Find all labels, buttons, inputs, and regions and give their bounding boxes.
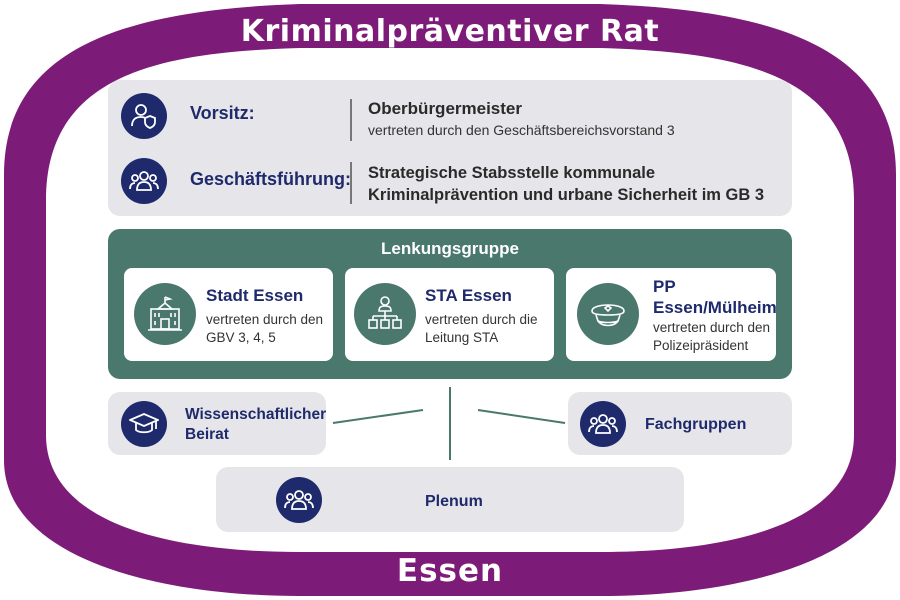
member-card-sta-essen: STA Essen vertreten durch die Leitung ST… [345, 268, 554, 361]
vorsitz-title: Oberbürgermeister [368, 99, 522, 118]
geschaeftsfuehrung-text: Strategische Stabsstelle kommunale Krimi… [368, 164, 765, 204]
member-card-pp-essen-muelheim: PP Essen/Mülheim vertreten durch den Pol… [566, 268, 777, 361]
users-group-icon [276, 477, 322, 523]
leadership-panel [108, 80, 792, 216]
member-title: PP Essen/Mülheim [653, 277, 777, 317]
page-title: Kriminalpräventiver Rat [240, 14, 660, 49]
lenkungsgruppe-title: Lenkungsgruppe [381, 239, 519, 258]
org-chart-icon [354, 283, 416, 345]
user-shield-icon [121, 93, 167, 139]
member-title: STA Essen [425, 286, 512, 305]
member-title: Stadt Essen [206, 286, 304, 305]
plenum-label: Plenum [425, 493, 483, 510]
beirat-label: Wissenschaftlicher Beirat [185, 406, 327, 443]
geschaeftsfuehrung-divider [350, 162, 352, 204]
member-subtitle: vertreten durch den Polizeipräsident [653, 320, 771, 353]
purple-outline-ring [4, 4, 896, 596]
police-cap-icon [577, 283, 639, 345]
users-group-icon [121, 158, 167, 204]
graduation-cap-icon [121, 401, 167, 447]
member-subtitle: vertreten durch den GBV 3, 4, 5 [206, 312, 324, 345]
vorsitz-subtitle: vertreten durch den Geschäftsbereichsvor… [368, 122, 675, 138]
geschaeftsfuehrung-label: Geschäftsführung: [190, 169, 352, 189]
footer-title: Essen [396, 553, 504, 589]
users-group-icon [580, 401, 626, 447]
member-subtitle: vertreten durch die Leitung STA [425, 312, 538, 345]
vorsitz-divider [350, 99, 352, 141]
vorsitz-label: Vorsitz: [190, 103, 255, 123]
city-hall-icon [134, 283, 196, 345]
fachgruppen-label: Fachgruppen [645, 416, 747, 433]
member-card-stadt-essen: Stadt Essen vertreten durch den GBV 3, 4… [124, 268, 333, 361]
connector-fachgruppen [477, 409, 566, 424]
connector-beirat [332, 409, 424, 424]
